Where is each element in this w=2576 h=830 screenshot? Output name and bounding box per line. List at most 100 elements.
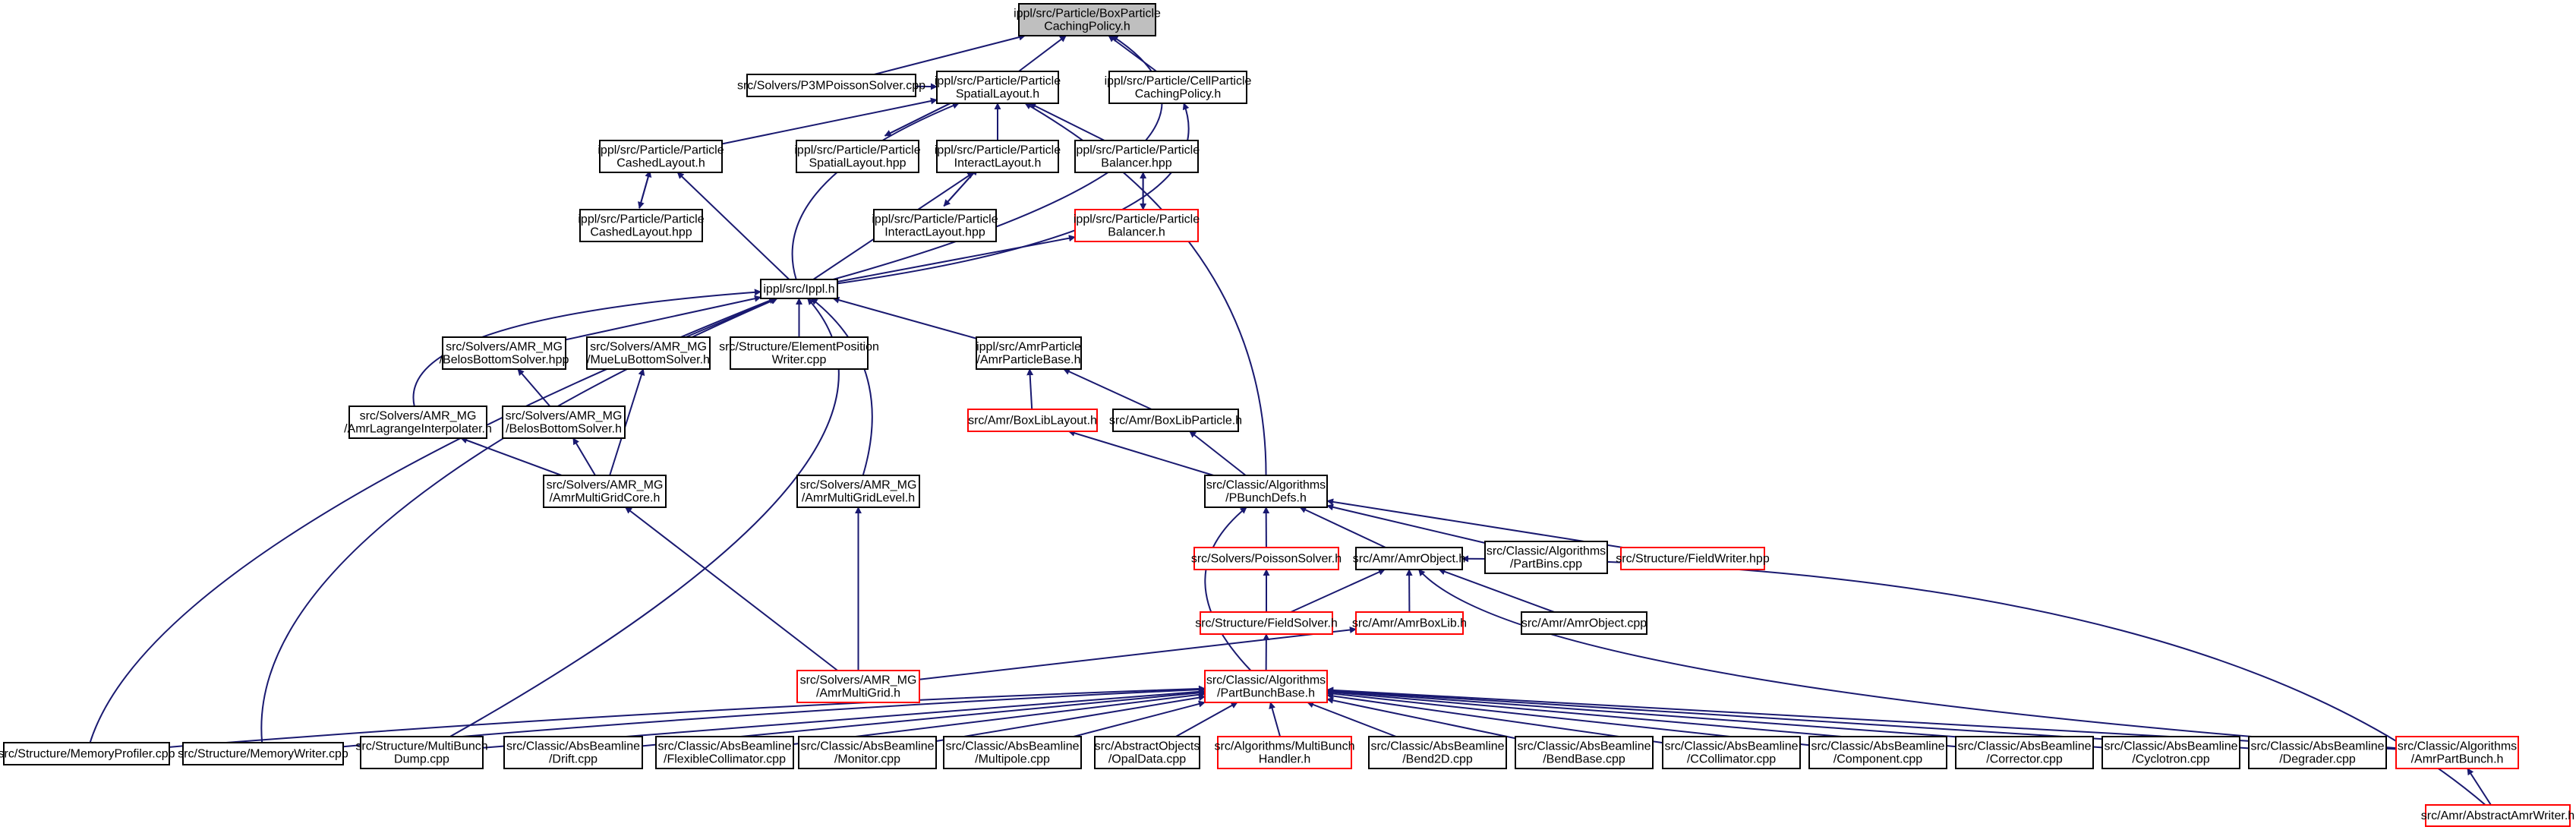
edge-interact_h-to-interact_hpp bbox=[943, 168, 979, 207]
node-label-line: src/Amr/AmrObject.h bbox=[1353, 553, 1465, 566]
edge-boxlibparticle-to-amrparticlebase bbox=[1063, 368, 1152, 410]
node-interact_h[interactable]: ippl/src/Particle/ParticleInteractLayout… bbox=[935, 140, 1061, 173]
node-amrobject_h[interactable]: src/Amr/AmrObject.h bbox=[1353, 547, 1465, 570]
node-monitor[interactable]: src/Classic/AbsBeamline/Monitor.cpp bbox=[798, 736, 937, 769]
node-label-line: ippl/src/Particle/BoxParticle bbox=[1014, 8, 1161, 21]
node-corrector[interactable]: src/Classic/AbsBeamline/Corrector.cpp bbox=[1955, 736, 2094, 769]
node-label-line: src/Structure/MultiBunch bbox=[355, 740, 487, 753]
node-mueLu[interactable]: src/Solvers/AMR_MG/MueLuBottomSolver.h bbox=[586, 336, 711, 370]
node-cyclotron[interactable]: src/Classic/AbsBeamline/Cyclotron.cpp bbox=[2101, 736, 2240, 769]
node-partbunchbase[interactable]: src/Classic/Algorithms/PartBunchBase.h bbox=[1204, 670, 1328, 703]
node-box bbox=[1620, 547, 1765, 570]
node-label-line: src/Classic/AbsBeamline bbox=[2250, 740, 2384, 753]
node-box bbox=[936, 71, 1059, 104]
edge-memprofiler-to-partbunchbase bbox=[169, 685, 1206, 748]
node-label-line: src/Classic/AbsBeamline bbox=[1811, 740, 1944, 753]
node-abstractamrwriter[interactable]: src/Amr/AbstractAmrWriter.h bbox=[2421, 804, 2574, 827]
edge-ippl_h-to-cell_caching bbox=[837, 103, 1190, 285]
node-box bbox=[2425, 804, 2571, 827]
edge-bendbase-to-partbunchbase bbox=[1326, 696, 1516, 740]
node-gridlevel[interactable]: src/Solvers/AMR_MG/AmrMultiGridLevel.h bbox=[796, 475, 920, 508]
node-amrpartbunch[interactable]: src/Classic/Algorithms/AmrPartBunch.h bbox=[2395, 736, 2519, 769]
edge-ippl_h-to-balancer_h bbox=[837, 235, 1076, 282]
node-fieldwriter[interactable]: src/Structure/FieldWriter.hpp bbox=[1616, 547, 1770, 570]
node-label-line: /OpalData.cpp bbox=[1108, 753, 1186, 766]
node-boxlibparticle[interactable]: src/Amr/BoxLibParticle.h bbox=[1109, 409, 1242, 432]
node-cashed_hpp[interactable]: ippl/src/Particle/ParticleCashedLayout.h… bbox=[578, 209, 705, 242]
node-label-line: ippl/src/Particle/Particle bbox=[597, 144, 724, 157]
node-belos_h[interactable]: src/Solvers/AMR_MG/BelosBottomSolver.h bbox=[502, 406, 626, 439]
node-amrparticlebase[interactable]: ippl/src/AmrParticle/AmrParticleBase.h bbox=[976, 336, 1082, 370]
node-box bbox=[2248, 736, 2387, 769]
edge-degrader-to-partbunchbase bbox=[1326, 687, 2250, 750]
node-partbins[interactable]: src/Classic/Algorithms/PartBins.cpp bbox=[1484, 541, 1608, 574]
edge-gridcore-to-mueLu bbox=[609, 368, 645, 476]
node-bendbase[interactable]: src/Classic/AbsBeamline/BendBase.cpp bbox=[1515, 736, 1654, 769]
edge-flexcoll-to-partbunchbase bbox=[793, 691, 1206, 745]
node-spatial_h[interactable]: ippl/src/Particle/ParticleSpatialLayout.… bbox=[935, 71, 1061, 104]
node-label-line: /PBunchDefs.h bbox=[1225, 492, 1307, 505]
node-box bbox=[1108, 71, 1247, 104]
node-box bbox=[348, 406, 487, 439]
node-box bbox=[1355, 611, 1464, 635]
node-memwriter[interactable]: src/Structure/MemoryWriter.cpp bbox=[178, 742, 348, 765]
node-amrmultigrid[interactable]: src/Solvers/AMR_MG/AmrMultiGrid.h bbox=[796, 670, 920, 703]
node-label-line: /Multipole.cpp bbox=[975, 753, 1050, 766]
node-fieldsolver[interactable]: src/Structure/FieldSolver.h bbox=[1195, 611, 1338, 635]
node-label-line: src/Structure/ElementPosition bbox=[719, 341, 879, 354]
node-label-line: src/Structure/MemoryWriter.cpp bbox=[178, 748, 348, 761]
edge-amrpartbunch-to-amrobject_h bbox=[1417, 569, 2397, 750]
node-opaldata[interactable]: src/AbstractObjects/OpalData.cpp bbox=[1094, 736, 1200, 769]
node-belos_hpp[interactable]: src/Solvers/AMR_MG/BelosBottomSolver.hpp bbox=[440, 336, 569, 370]
edge-amrobject_h-to-pbunchdefs bbox=[1299, 507, 1386, 548]
node-p3m[interactable]: src/Solvers/P3MPoissonSolver.cpp bbox=[737, 74, 925, 97]
node-box bbox=[442, 336, 566, 370]
node-cell_caching[interactable]: ippl/src/Particle/CellParticleCachingPol… bbox=[1105, 71, 1252, 104]
node-label-line: ippl/src/Particle/CellParticle bbox=[1105, 75, 1252, 88]
node-component[interactable]: src/Classic/AbsBeamline/Component.cpp bbox=[1808, 736, 1947, 769]
node-bend2d[interactable]: src/Classic/AbsBeamline/Bend2D.cpp bbox=[1368, 736, 1507, 769]
node-ippl_h[interactable]: ippl/src/Ippl.h bbox=[760, 279, 838, 299]
edge-fieldsolver-to-amrobject_h bbox=[1290, 569, 1386, 613]
node-amrobject_cpp[interactable]: src/Amr/AmrObject.cpp bbox=[1521, 611, 1647, 635]
node-box bbox=[873, 209, 997, 242]
node-amrboxlib[interactable]: src/Amr/AmrBoxLib.h bbox=[1352, 611, 1467, 635]
node-box bbox=[1368, 736, 1507, 769]
node-box_caching[interactable]: ippl/src/Particle/BoxParticleCachingPoli… bbox=[1014, 3, 1161, 36]
node-label-line: src/Solvers/PoissonSolver.h bbox=[1191, 553, 1342, 566]
node-label-line: ippl/src/Ippl.h bbox=[763, 283, 834, 296]
node-spatial_hpp[interactable]: ippl/src/Particle/ParticleSpatialLayout.… bbox=[794, 140, 921, 173]
node-box bbox=[360, 736, 484, 769]
node-multipole[interactable]: src/Classic/AbsBeamline/Multipole.cpp bbox=[943, 736, 1082, 769]
node-label-line: src/Amr/AmrObject.cpp bbox=[1521, 617, 1647, 630]
node-label-line: Balancer.hpp bbox=[1101, 157, 1172, 170]
node-label-line: src/Solvers/AMR_MG bbox=[506, 410, 623, 423]
node-label-line: Handler.h bbox=[1259, 753, 1311, 766]
edge-cell_caching-to-box_caching bbox=[1108, 35, 1157, 72]
node-interact_hpp[interactable]: ippl/src/Particle/ParticleInteractLayout… bbox=[872, 209, 998, 242]
edge-fieldwriter-to-pbunchdefs bbox=[1326, 498, 1623, 548]
node-drift[interactable]: src/Classic/AbsBeamline/Drift.cpp bbox=[503, 736, 643, 769]
node-poissonsolver[interactable]: src/Solvers/PoissonSolver.h bbox=[1191, 547, 1342, 570]
node-boxliblayout[interactable]: src/Amr/BoxLibLayout.h bbox=[967, 409, 1098, 432]
node-lagrange[interactable]: src/Solvers/AMR_MG/AmrLagrangeInterpolat… bbox=[344, 406, 492, 439]
node-box bbox=[1094, 736, 1200, 769]
edge-spatial_h-to-spatial_hpp bbox=[884, 97, 960, 137]
node-gridcore[interactable]: src/Solvers/AMR_MG/AmrMultiGridCore.h bbox=[543, 475, 667, 508]
node-pbunchdefs[interactable]: src/Classic/Algorithms/PBunchDefs.h bbox=[1204, 475, 1328, 508]
node-memprofiler[interactable]: src/Structure/MemoryProfiler.cpp bbox=[0, 742, 175, 765]
edge-amrmultigrid-to-amrboxlib bbox=[919, 626, 1357, 680]
node-label-line: /Component.cpp bbox=[1833, 753, 1923, 766]
node-label-line: /CCollimator.cpp bbox=[1687, 753, 1776, 766]
node-degrader[interactable]: src/Classic/AbsBeamline/Degrader.cpp bbox=[2248, 736, 2387, 769]
node-flexcoll[interactable]: src/Classic/AbsBeamline/FlexibleCollimat… bbox=[655, 736, 794, 769]
node-label-line: src/Amr/BoxLibLayout.h bbox=[968, 415, 1097, 428]
edge-partbunchbase-to-pbunchdefs bbox=[1204, 507, 1252, 671]
node-ccollimator[interactable]: src/Classic/AbsBeamline/CCollimator.cpp bbox=[1662, 736, 1801, 769]
